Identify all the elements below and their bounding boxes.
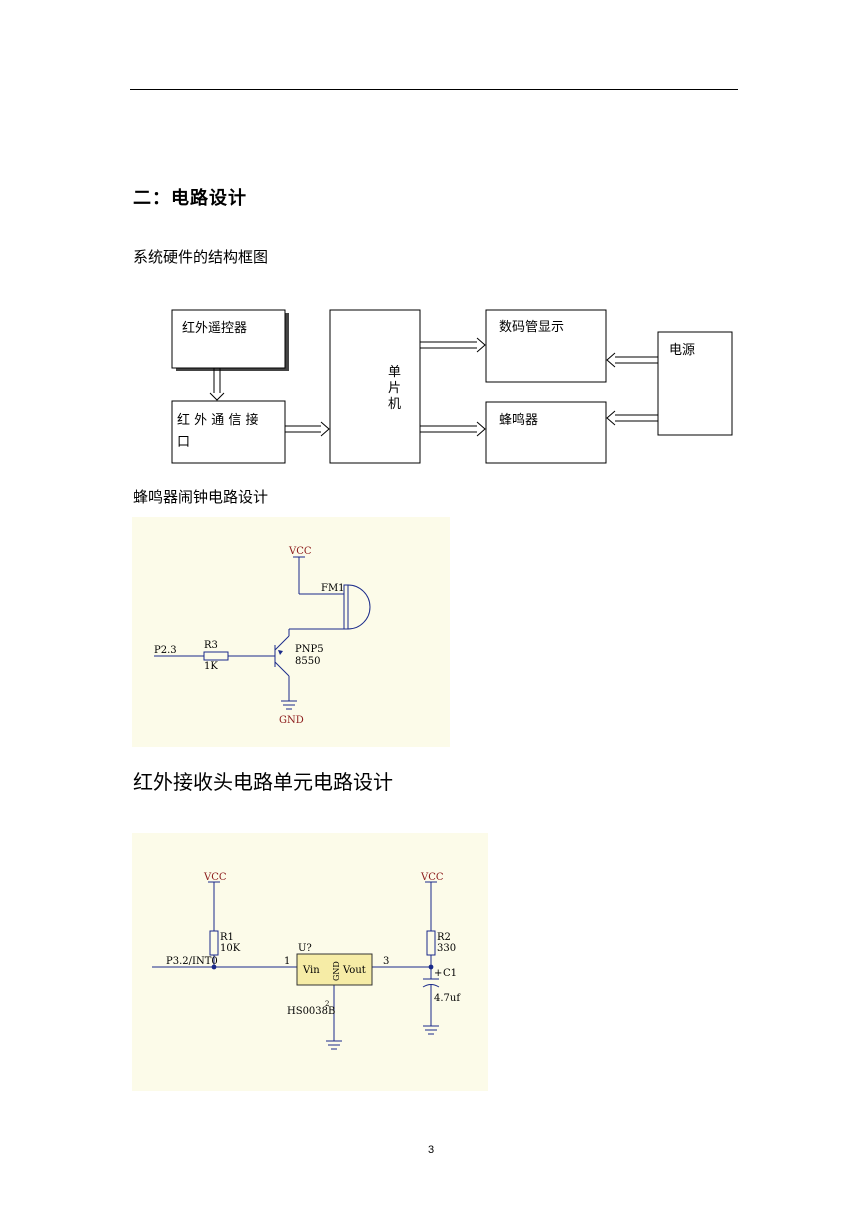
transistor-value-label: 8550 [295,656,320,667]
vout-label: Vout [342,965,366,976]
ir-schematic: VCC VCC R1 10K R2 330 P3.2/INT0 U? 1 3 V… [132,833,488,1091]
page-number: 3 [428,1144,435,1156]
transistor-collector [274,661,290,677]
port-label: P3.2/INT0 [166,956,218,967]
r-name-label: R3 [204,640,218,651]
pin2-label: 2 [325,1000,329,1008]
pin3-label: 3 [383,956,389,967]
junction-left [211,964,217,970]
arrow-remote-to-port [209,368,225,401]
buzzer-box [485,401,607,464]
buzzer-schematic: VCC FM1 P2.3 R3 1K PNP5 8550 GND [132,517,450,747]
pin1-label: 1 [284,956,290,967]
r1-name-label: R1 [220,932,234,943]
caption-ir-circuit: 红外接收头电路单元电路设计 [133,770,393,794]
buzzer-body [343,584,349,630]
r1-value-label: 10K [220,943,241,954]
remote-label: 红外遥控器 [182,320,247,336]
caption-block-diagram: 系统硬件的结构框图 [133,248,269,266]
mcu-char-3: 机 [388,397,401,412]
resistor-r1 [209,930,219,956]
caption-buzzer-circuit: 蜂鸣器闹钟电路设计 [133,488,269,506]
cap-plus-label: + [434,968,442,979]
vcc-label: VCC [288,546,312,557]
buzzer-dome [347,584,371,630]
power-box [657,331,733,436]
p-label: P2.3 [154,645,177,656]
ir-port-box [171,400,286,464]
resistor-r2 [426,930,436,956]
arrow-power-to-display [606,352,658,368]
r2-value-label: 330 [437,943,456,954]
buzzer-label: 蜂鸣器 [499,412,538,428]
mcu-box [329,309,421,464]
junction-right [428,964,434,970]
vin-label: Vin [302,965,320,976]
block-diagram: 红外遥控器 红 外 通 信 接 口 单 片 机 数码管显示 蜂鸣器 [171,309,733,464]
transistor-emitter [274,635,290,651]
mcu-char-1: 单 [388,365,401,380]
ic-hs0038b [296,953,373,986]
ic-name-label: U? [298,943,312,954]
cap-plate-bottom [422,984,440,988]
display-label: 数码管显示 [499,320,564,335]
r2-name-label: R2 [437,932,451,943]
gnd-pin-label: GND [332,961,341,981]
power-label: 电源 [669,343,695,358]
fm-label: FM1 [321,583,345,594]
header-rule [130,89,738,90]
resistor-r3 [203,651,229,661]
section-title: 二：电路设计 [133,188,247,209]
arrow-mcu-to-display [420,337,486,353]
r-value-label: 1K [204,661,218,672]
cap-name-label: C1 [443,968,457,979]
ic-part-label: HS0038B [287,1006,335,1017]
arrow-power-to-buzzer [606,410,658,426]
vcc-left-label: VCC [203,872,227,883]
arrow-port-to-mcu [285,421,330,437]
gnd-label: GND [279,715,304,726]
vcc-right-label: VCC [420,872,444,883]
arrow-mcu-to-buzzer [420,421,486,437]
mcu-char-2: 片 [388,381,401,396]
ir-port-label-2: 口 [177,435,190,450]
transistor-name-label: PNP5 [295,644,324,655]
display-box [485,309,607,383]
remote-box [171,309,286,369]
transistor-arrow [278,650,283,655]
cap-value-label: 4.7uf [434,993,461,1004]
ir-port-label-1: 红 外 通 信 接 [177,412,259,428]
